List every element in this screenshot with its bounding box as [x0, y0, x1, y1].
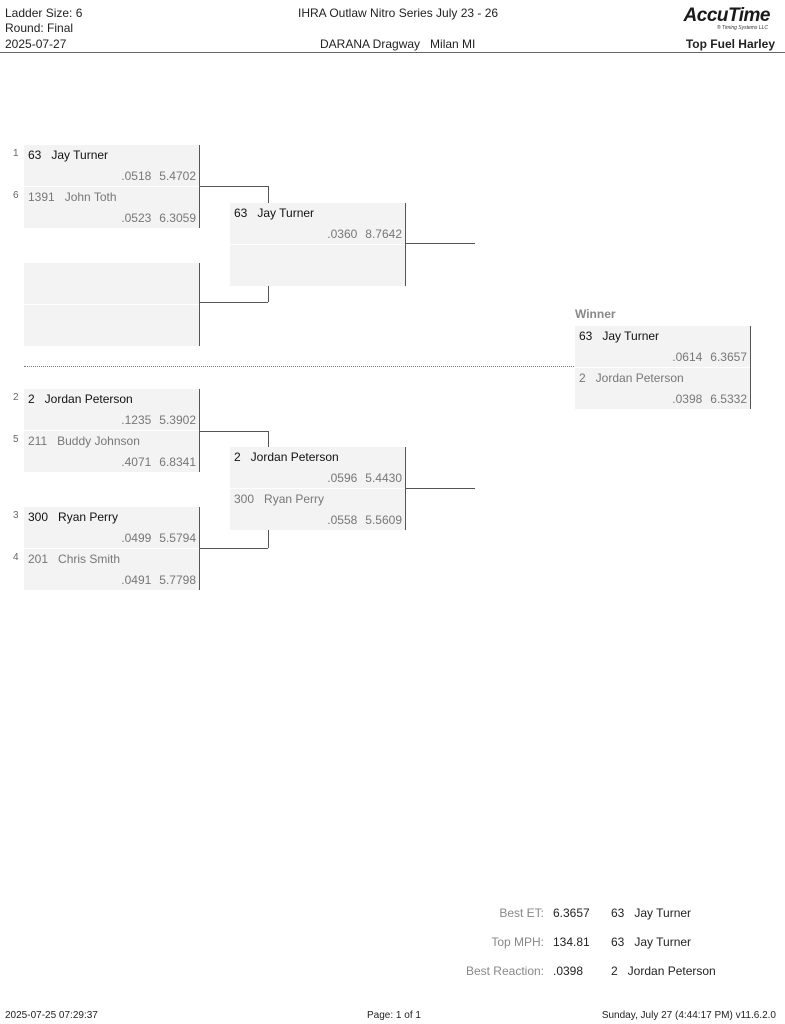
round-label: Round: Final [5, 21, 74, 35]
top-mph-label: Top MPH: [491, 935, 544, 949]
racer-name: 2 Jordan Peterson [579, 371, 684, 385]
reaction-time: .0491 [121, 573, 152, 587]
bracket-line [268, 286, 269, 302]
elapsed-time: 5.5609 [365, 513, 402, 527]
best-reaction-label: Best Reaction: [465, 964, 544, 978]
elapsed-time: 6.3657 [710, 350, 747, 364]
bracket-line [199, 186, 268, 187]
seed-number: 6 [13, 190, 19, 201]
page-number: Page: 1 of 1 [367, 1010, 421, 1021]
bracket-slot: 63 Jay Turner .0518 5.4702 [24, 145, 199, 186]
racer-name: 1391 John Toth [28, 190, 117, 204]
seed-number: 4 [13, 552, 19, 563]
best-et-value: 6.3657 [553, 906, 590, 920]
empty-bracket-slot [230, 245, 405, 286]
ladder-size: Ladder Size: 6 [5, 6, 83, 20]
bracket-slot: 211 Buddy Johnson .4071 6.8341 [24, 431, 199, 472]
header-divider [0, 52, 785, 53]
bracket-line [199, 548, 268, 549]
seed-number: 5 [13, 434, 19, 445]
report-date: 2025-07-27 [5, 37, 67, 51]
elapsed-time: 6.8341 [159, 455, 196, 469]
bracket-line [268, 530, 269, 548]
class-name: Top Fuel Harley [685, 37, 775, 51]
bracket-line [268, 186, 269, 203]
bracket-slot: 2 Jordan Peterson .0596 5.4430 [230, 447, 405, 488]
elapsed-time: 5.7798 [159, 573, 196, 587]
footer-version: Sunday, July 27 (4:44:17 PM) v11.6.2.0 [601, 1010, 776, 1021]
footer-timestamp: 2025-07-25 07:29:37 [5, 1010, 98, 1021]
reaction-time: .0398 [672, 392, 703, 406]
bracket-line [268, 431, 269, 447]
reaction-time: .0596 [327, 471, 358, 485]
best-et-racer: 63 Jay Turner [611, 906, 692, 920]
racer-name: 63 Jay Turner [579, 329, 660, 343]
bracket-slot: 300 Ryan Perry .0558 5.5609 [230, 489, 405, 530]
empty-bracket-slot [24, 305, 199, 346]
bracket-line [199, 431, 268, 432]
racer-name: 300 Ryan Perry [28, 510, 119, 524]
reaction-time: .4071 [121, 455, 152, 469]
bracket-line [199, 389, 200, 472]
winner-label: Winner [575, 307, 616, 321]
elapsed-time: 5.5794 [159, 531, 196, 545]
bracket-slot: 2 Jordan Peterson .1235 5.3902 [24, 389, 199, 430]
bracket-slot: 201 Chris Smith .0491 5.7798 [24, 549, 199, 590]
racer-name: 211 Buddy Johnson [28, 434, 140, 448]
bracket-line [199, 302, 268, 303]
track-name: DARANA Dragway Milan MI [320, 37, 476, 51]
reaction-time: .0518 [121, 169, 152, 183]
reaction-time: .1235 [121, 413, 152, 427]
elapsed-time: 5.4702 [159, 169, 196, 183]
bracket-slot: 63 Jay Turner .0360 8.7642 [230, 203, 405, 244]
final-slot-runner-up: 2 Jordan Peterson .0398 6.5332 [575, 368, 750, 409]
elapsed-time: 5.3902 [159, 413, 196, 427]
reaction-time: .0360 [327, 227, 358, 241]
event-title: IHRA Outlaw Nitro Series July 23 - 26 [298, 6, 499, 20]
reaction-time: .0523 [121, 211, 152, 225]
best-reaction-racer: 2 Jordan Peterson [611, 964, 716, 978]
racer-name: 2 Jordan Peterson [28, 392, 133, 406]
top-mph-value: 134.81 [553, 935, 590, 949]
top-mph-racer: 63 Jay Turner [611, 935, 692, 949]
elapsed-time: 8.7642 [365, 227, 402, 241]
reaction-time: .0558 [327, 513, 358, 527]
bracket-divider [24, 366, 574, 367]
final-slot-winner: 63 Jay Turner .0614 6.3657 [575, 326, 750, 367]
reaction-time: .0499 [121, 531, 152, 545]
logo-sub-text: ® Timing Systems LLC [716, 25, 768, 31]
racer-name: 201 Chris Smith [28, 552, 121, 566]
bracket-slot: 300 Ryan Perry .0499 5.5794 [24, 507, 199, 548]
bracket-line [405, 203, 406, 286]
logo-main-text: AccuTime [683, 5, 771, 26]
elapsed-time: 6.3059 [159, 211, 196, 225]
bracket-line [405, 488, 475, 489]
empty-bracket-slot [24, 263, 199, 304]
racer-name: 63 Jay Turner [28, 148, 109, 162]
bracket-line [750, 326, 751, 409]
seed-number: 2 [13, 392, 19, 403]
elapsed-time: 5.4430 [365, 471, 402, 485]
elapsed-time: 6.5332 [710, 392, 747, 406]
racer-name: 300 Ryan Perry [234, 492, 325, 506]
reaction-time: .0614 [672, 350, 703, 364]
best-reaction-value: .0398 [553, 964, 584, 978]
bracket-line [405, 243, 475, 244]
racer-name: 2 Jordan Peterson [234, 450, 339, 464]
bracket-line [199, 263, 200, 346]
racer-name: 63 Jay Turner [234, 206, 315, 220]
bracket-slot: 1391 John Toth .0523 6.3059 [24, 187, 199, 228]
accutime-logo: AccuTime ® Timing Systems LLC [684, 5, 771, 33]
seed-number: 1 [13, 148, 19, 159]
best-et-label: Best ET: [499, 906, 544, 920]
seed-number: 3 [13, 510, 19, 521]
